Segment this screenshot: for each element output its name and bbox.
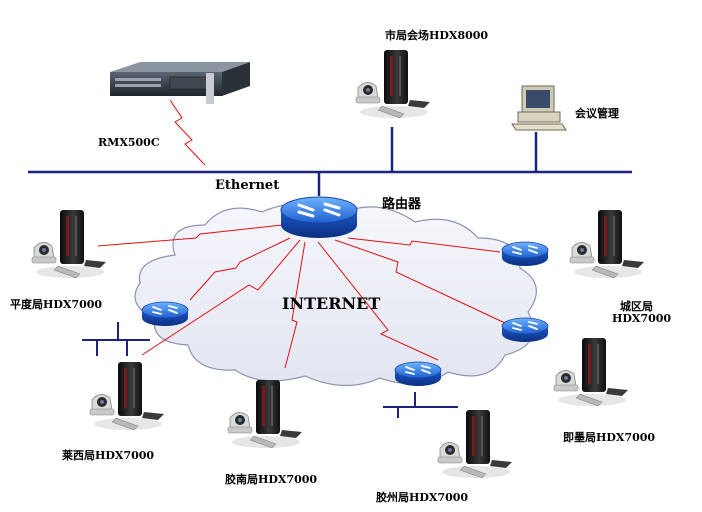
lan-segments bbox=[82, 317, 458, 418]
terminal-jimo bbox=[553, 337, 629, 407]
terminal-jiaonan bbox=[227, 379, 303, 449]
hq-venue-label: 市局会场HDX8000 bbox=[385, 29, 489, 42]
rmx-link bbox=[169, 99, 206, 166]
terminal-jiaozhou bbox=[437, 409, 513, 479]
ethernet-label: Ethernet bbox=[215, 178, 280, 193]
jiaozhou-label: 胶州局HDX7000 bbox=[376, 491, 469, 504]
link-jiaonan bbox=[284, 241, 306, 369]
router-label: 路由器 bbox=[382, 197, 422, 212]
internet-label: INTERNET bbox=[282, 294, 381, 313]
link-pingdu-router bbox=[189, 237, 291, 301]
jiaonan-label: 胶南局HDX7000 bbox=[225, 473, 318, 486]
router-jiaozhou bbox=[394, 361, 442, 387]
link-chengqu-router bbox=[347, 237, 501, 253]
chengqu-label-line1: 城区局 bbox=[620, 300, 653, 313]
router-chengqu bbox=[501, 241, 549, 267]
laixi-label: 莱西局HDX7000 bbox=[62, 449, 155, 462]
pingdu-label: 平度局HDX7000 bbox=[10, 298, 103, 311]
terminal-pingdu bbox=[31, 209, 107, 279]
link-jiaozhou bbox=[317, 241, 439, 361]
wan-links bbox=[97, 224, 506, 369]
chengqu-label-line2: HDX7000 bbox=[612, 312, 672, 325]
link-jimo bbox=[334, 239, 506, 324]
terminal-hq-venue bbox=[355, 49, 431, 119]
management-computer bbox=[511, 85, 567, 131]
management-label: 会议管理 bbox=[575, 107, 619, 120]
router-jimo bbox=[501, 317, 549, 343]
jimo-label: 即墨局HDX7000 bbox=[563, 431, 656, 444]
rmx-label: RMX500C bbox=[98, 136, 160, 149]
rmx-server bbox=[110, 62, 250, 104]
terminal-laixi bbox=[89, 361, 165, 431]
terminal-chengqu bbox=[569, 209, 645, 279]
link-pingdu bbox=[97, 224, 283, 247]
main-router bbox=[280, 196, 358, 238]
link-laixi bbox=[141, 239, 301, 356]
router-pingdu bbox=[141, 301, 189, 327]
